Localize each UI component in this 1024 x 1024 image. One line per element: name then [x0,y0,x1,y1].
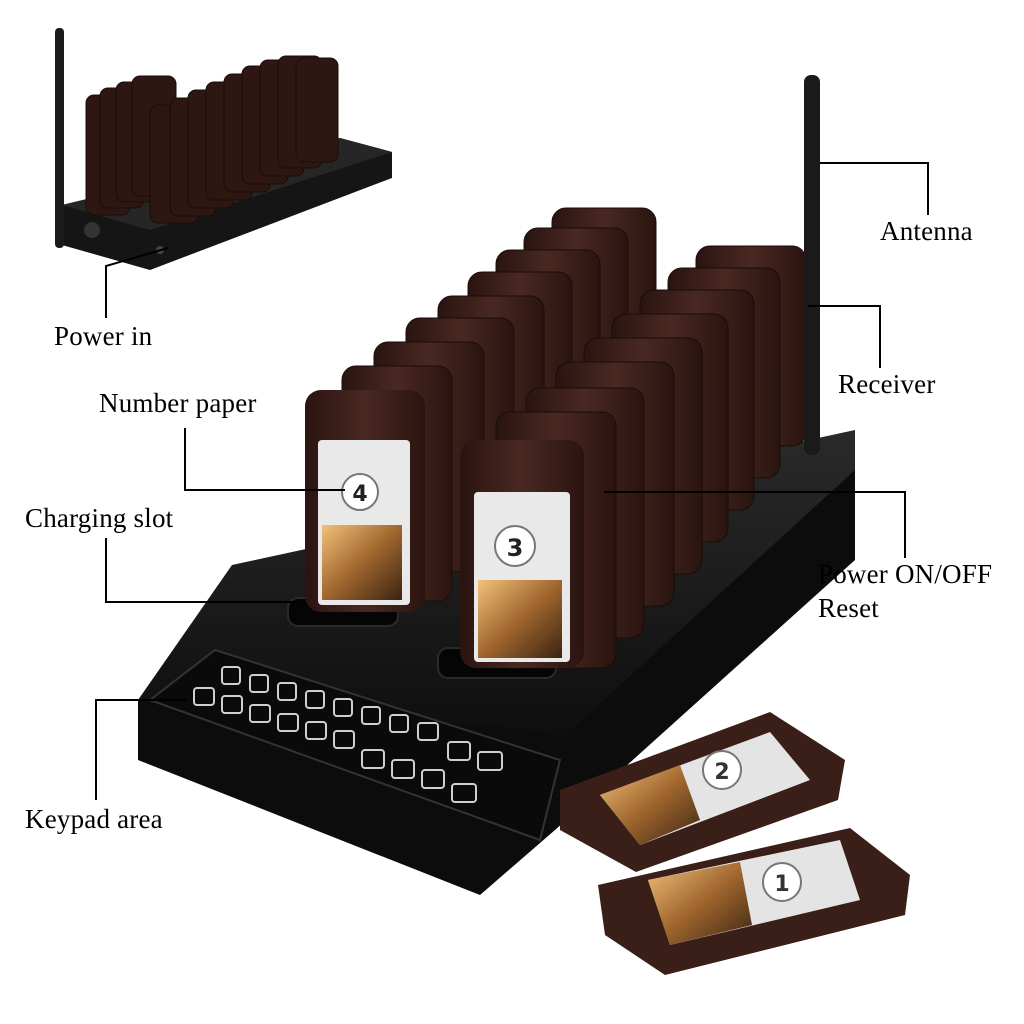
pager-4: 4 [305,390,425,612]
pager-2: 2 [560,712,845,872]
svg-text:4: 4 [352,482,367,507]
antenna-icon [804,75,820,455]
callout-antenna: Antenna [880,216,973,246]
svg-text:3: 3 [507,534,524,562]
inset-product [55,28,392,270]
svg-text:2: 2 [714,760,729,785]
callout-receiver: Receiver [838,369,936,399]
callout-reset: Reset [818,593,879,623]
callout-power-onoff: Power ON/OFF [818,559,993,589]
svg-text:1: 1 [774,872,789,897]
callout-keypad-area: Keypad area [25,804,163,834]
callout-lines [95,162,929,800]
callout-charging-slot: Charging slot [25,503,174,533]
main-product: 4 3 2 1 [138,75,910,975]
pager-1: 1 [598,828,910,975]
callout-power-in: Power in [54,321,153,351]
pager-3: 3 [460,440,584,668]
callout-number-paper: Number paper [99,388,257,418]
antenna-icon [55,28,64,248]
